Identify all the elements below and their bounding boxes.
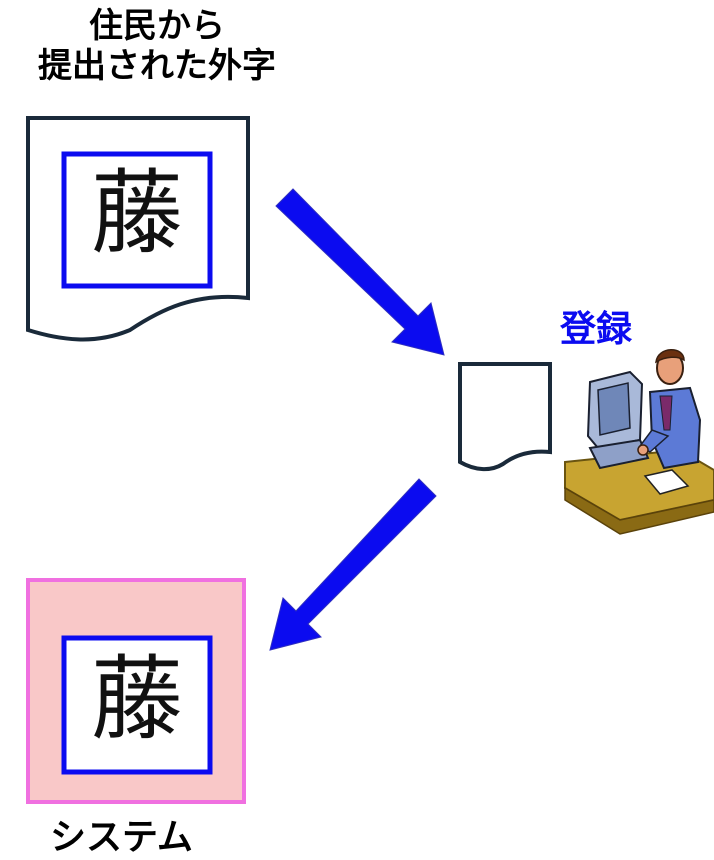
title-line-1: 住民から — [89, 6, 225, 46]
arrow-to-system — [269, 478, 437, 651]
submitted-character: 藤 — [91, 160, 184, 267]
system-label: システム — [50, 817, 193, 858]
small-document-shape — [458, 362, 552, 471]
title-line-2: 提出された外字 — [38, 46, 276, 86]
arrow-to-registration — [275, 188, 445, 356]
system-character-frame — [61, 635, 213, 775]
system-character: 藤 — [91, 646, 184, 753]
submitted-character-title: 住民から 提出された外字 — [0, 6, 314, 86]
submitted-character-frame — [61, 151, 213, 289]
register-label: 登録 — [560, 309, 633, 350]
person-at-computer-icon — [564, 349, 714, 535]
